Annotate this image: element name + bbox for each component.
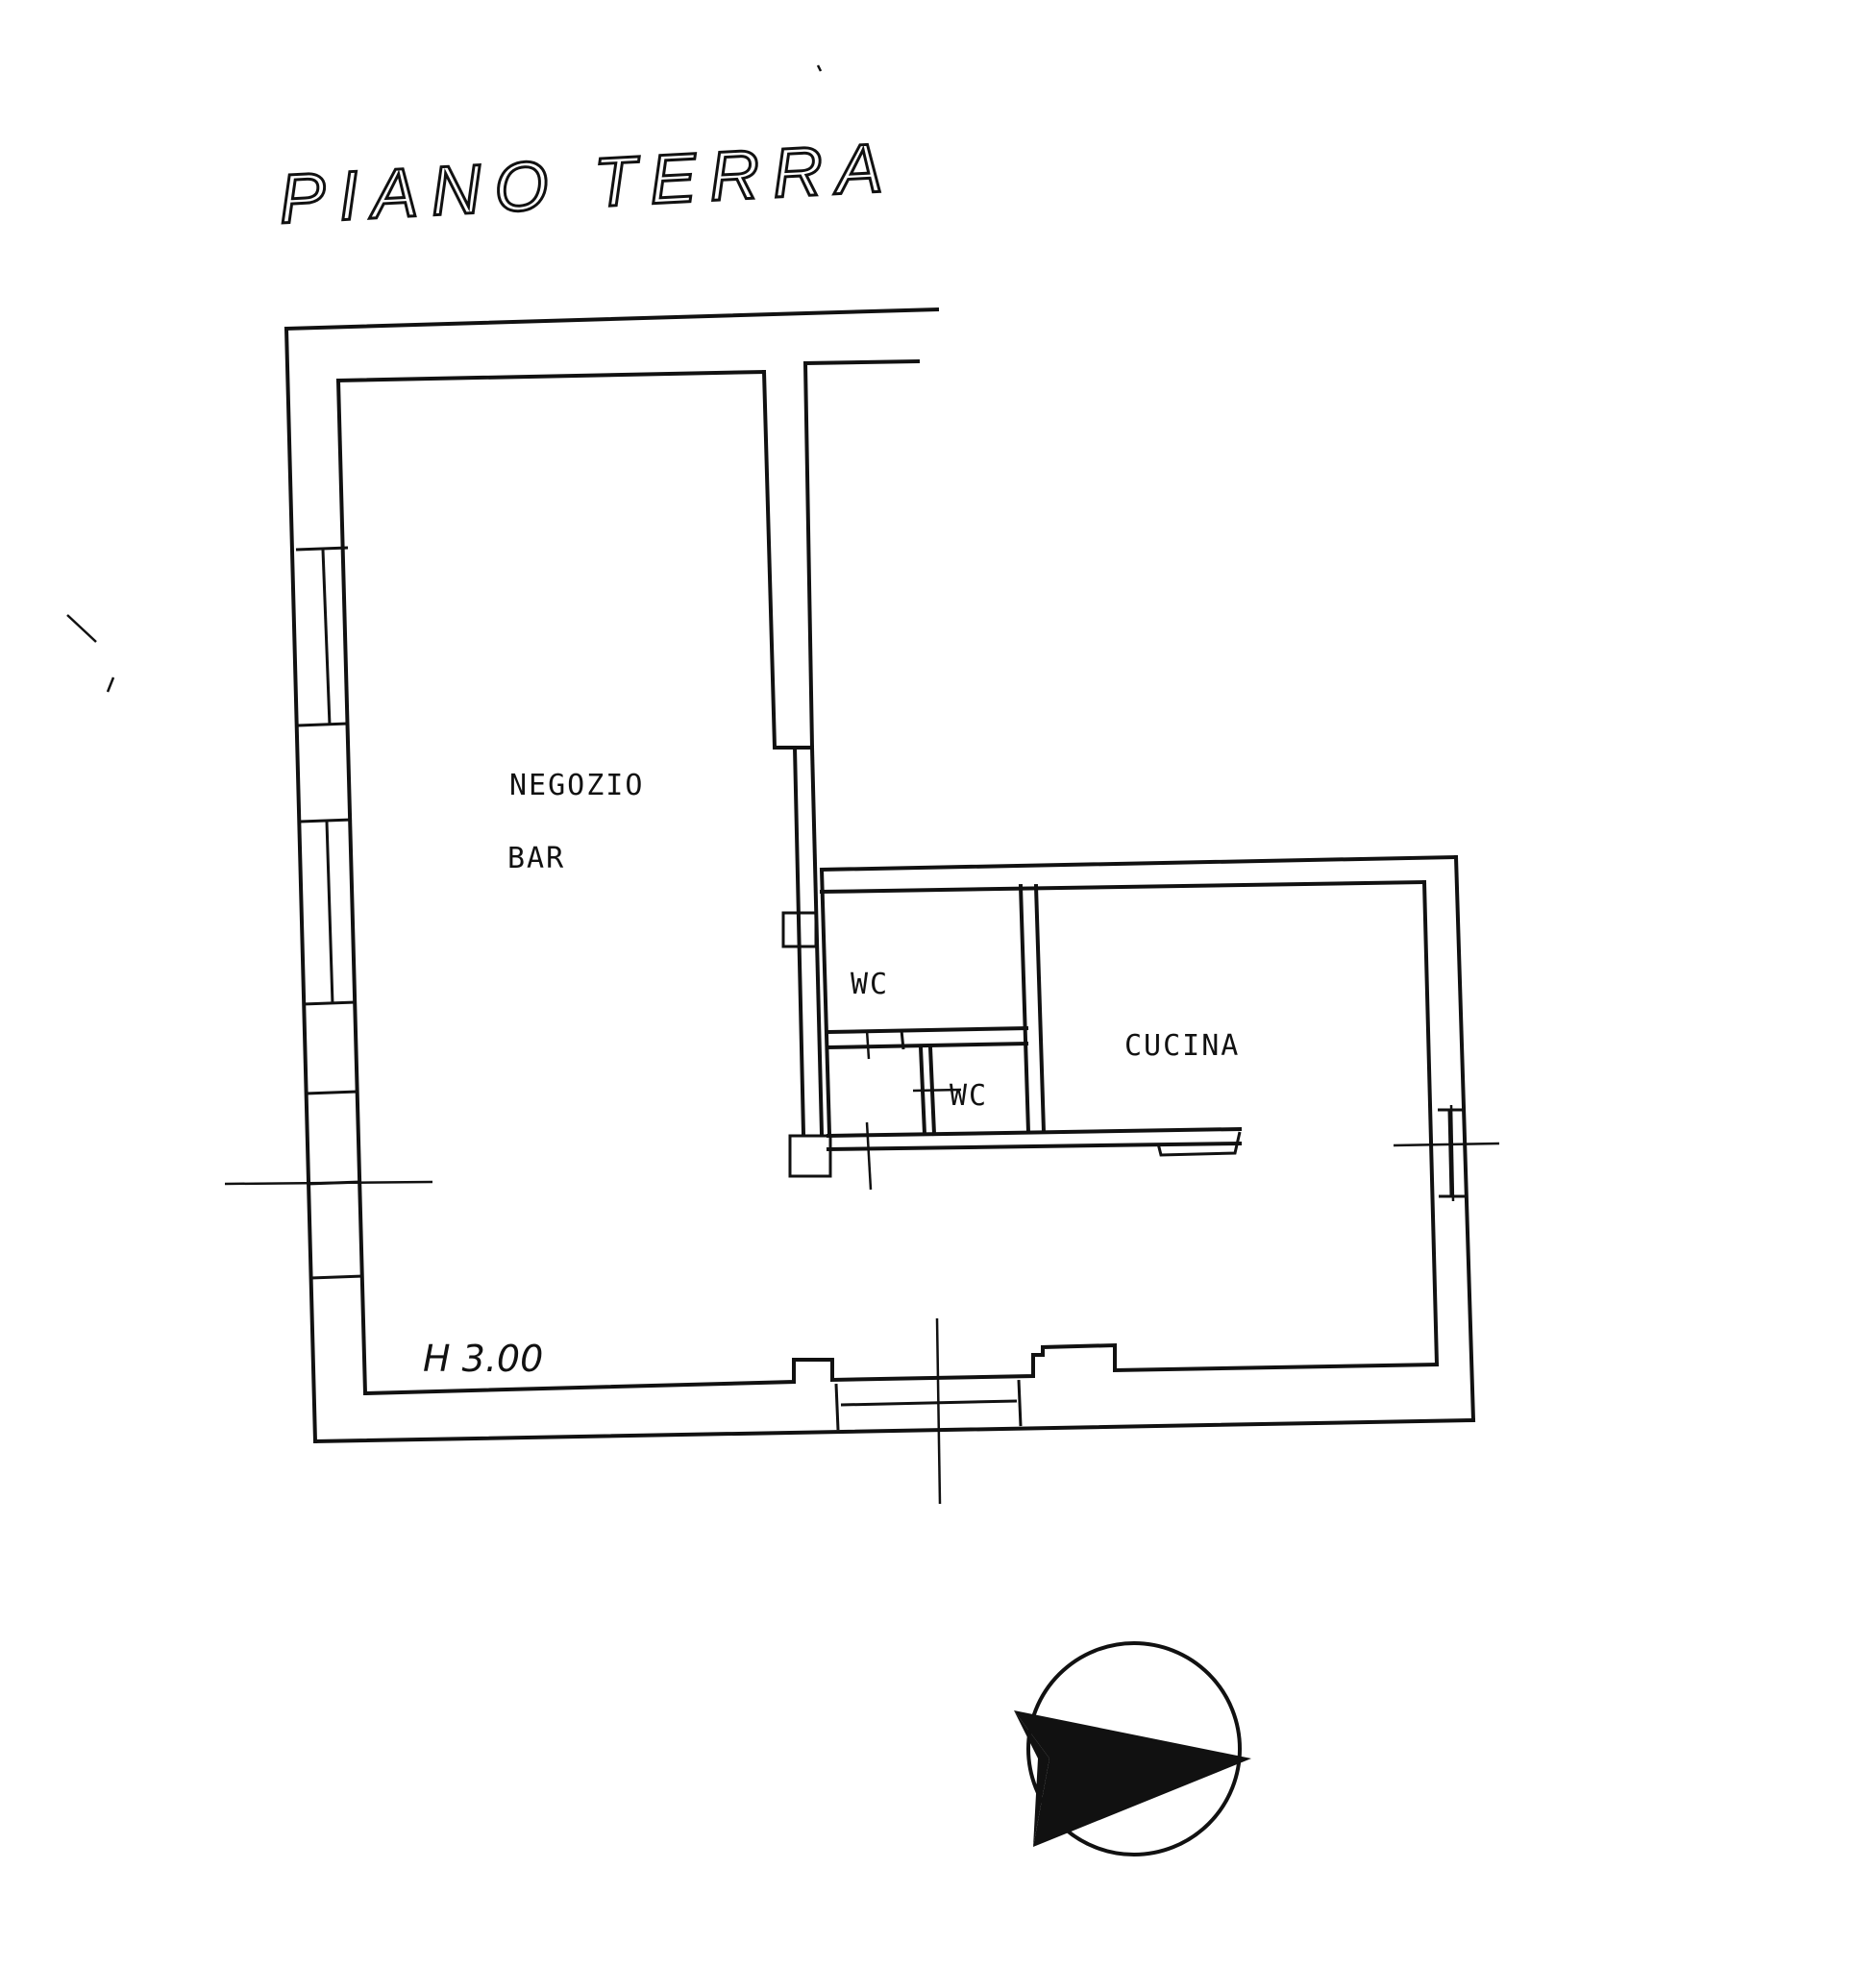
room-label-wc-upper: WC — [851, 968, 889, 1001]
inner-wall — [335, 358, 1440, 1396]
room-label-bar: BAR — [507, 842, 565, 875]
bottom-wall-openings — [834, 1379, 1023, 1431]
scan-marks — [66, 64, 823, 693]
floor-title: PIANO TERRA — [278, 129, 898, 237]
section-lines — [224, 1029, 1500, 1505]
outer-wall — [284, 307, 1476, 1444]
room-label-wc-lower: WC — [950, 1079, 988, 1113]
wc-partitions — [826, 883, 1243, 1157]
partition-wall-bar-wc — [781, 745, 832, 1178]
room-label-negozio: NEGOZIO — [509, 769, 644, 802]
north-arrow-icon — [1014, 1641, 1251, 1856]
room-label-cucina: CUCINA — [1124, 1029, 1240, 1063]
ceiling-height-label: H 3.00 — [423, 1338, 543, 1380]
